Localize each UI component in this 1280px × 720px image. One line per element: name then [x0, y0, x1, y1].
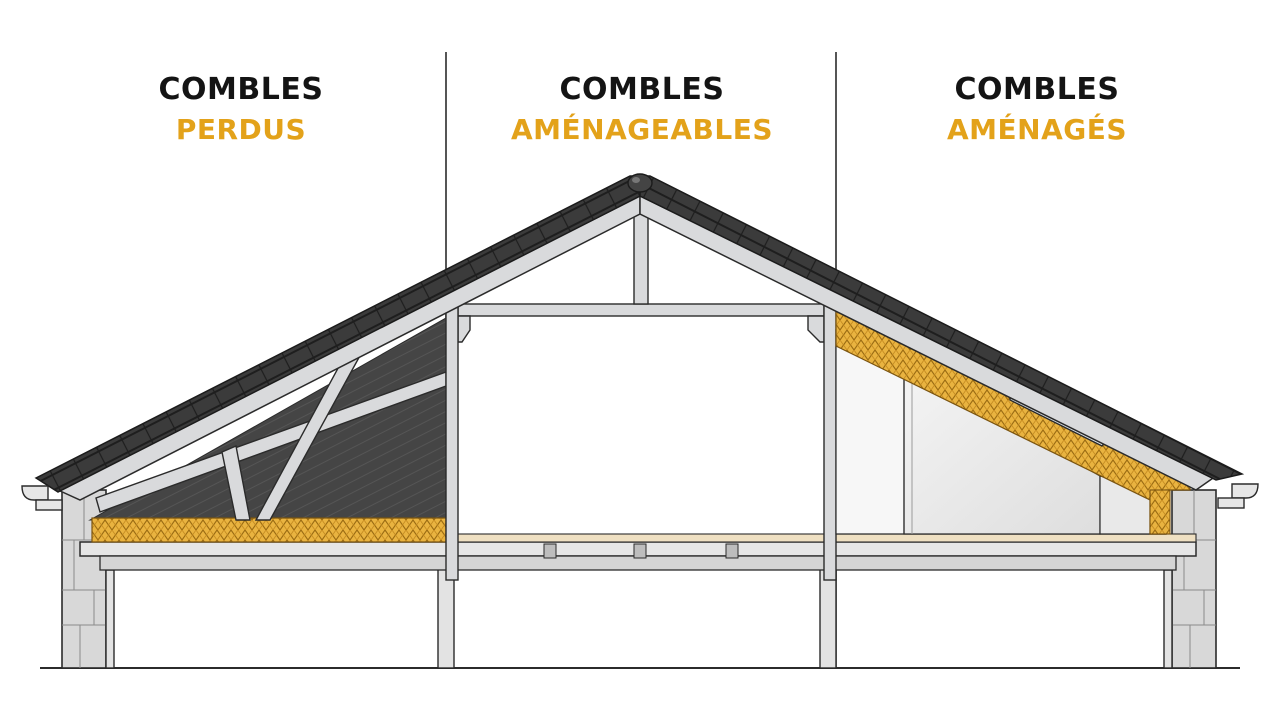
section-heading-combles-amenages: COMBLES AMÉNAGÉS	[827, 70, 1247, 150]
floor-insulation	[91, 517, 447, 543]
heading-line-2: PERDUS	[175, 113, 307, 146]
gutter-left	[21, 485, 63, 511]
finished-attic-room	[835, 309, 1191, 535]
floor-structure	[79, 533, 1197, 571]
heading-line-1: COMBLES	[158, 72, 324, 107]
roof-truss-middle	[445, 213, 837, 581]
heading-line-1: COMBLES	[559, 72, 725, 107]
heading-line-1: COMBLES	[954, 72, 1120, 107]
heading-line-2: AMÉNAGEABLES	[510, 113, 774, 146]
exterior-wall-right	[1171, 489, 1217, 669]
heading-line-2: AMÉNAGÉS	[946, 113, 1128, 146]
gutter-right	[1217, 483, 1259, 509]
section-heading-combles-perdus: COMBLES PERDUS	[31, 70, 451, 150]
interior-posts	[105, 559, 1173, 669]
section-heading-combles-amenageables: COMBLES AMÉNAGEABLES	[432, 70, 852, 150]
ridge-cap	[627, 173, 653, 193]
